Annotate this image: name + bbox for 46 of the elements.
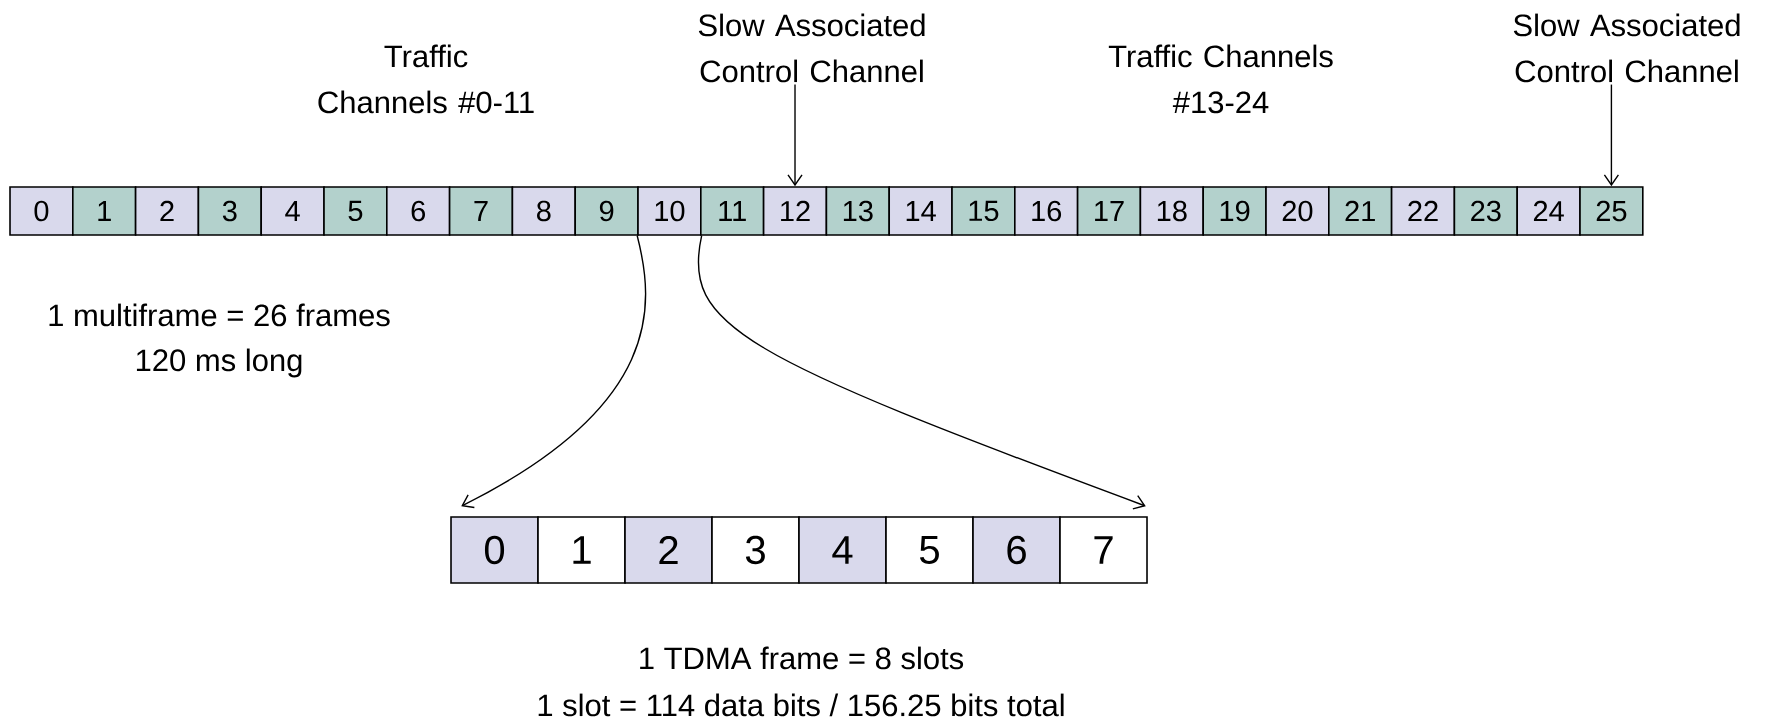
frame-cell: 23 [1453,186,1518,236]
frame-cell: 7 [448,186,514,236]
frame-cell: 3 [197,186,262,236]
caption-text: 120 ms long [136,348,302,378]
frame-cell: 17 [1076,186,1142,236]
frame-cell: 11 [700,186,765,236]
frame-cell: 13 [825,186,890,236]
frame-cell: 5 [323,186,388,236]
slot-cell: 0 [450,516,539,584]
frame-cell: 16 [1014,186,1079,236]
slot-cell: 2 [624,516,713,584]
slot-cell: 1 [537,516,626,584]
frame-cell: 22 [1390,186,1456,236]
frame-cell: 21 [1328,186,1393,236]
frame-cell: 6 [386,186,451,236]
arrow [461,235,647,509]
frame-cell: 2 [134,186,200,236]
frame-cell: 14 [888,186,953,236]
frame-cell: 15 [951,186,1016,236]
frame-cell: 10 [637,186,702,236]
frame-cell: 20 [1265,186,1330,236]
slot-cell: 7 [1059,516,1148,584]
caption-text: 1 multiframe = 26 frames [49,303,390,327]
channel-label: Traffic Channels #0-11 [318,44,534,114]
channel-label: Slow Associated Control Channel [1513,13,1740,83]
frame-cell: 8 [511,186,576,236]
channel-label: Slow Associated Control Channel [698,13,925,83]
frame-cell: 12 [762,186,828,236]
arrow [697,235,1146,510]
frame-cell: 1 [72,186,137,236]
caption-text: 1 TDMA frame = 8 slots [640,646,964,670]
slot-cell: 5 [885,516,974,584]
channel-label: Traffic Channels #13-24 [1108,44,1333,114]
frame-cell: 25 [1579,186,1644,236]
frame-cell: 9 [574,186,639,236]
slot-cell: 3 [711,516,800,584]
caption-text: 1 slot = 114 data bits / 156.25 bits total [538,693,1064,717]
slot-cell: 6 [972,516,1061,584]
frame-cell: 0 [9,186,74,236]
slot-cell: 4 [798,516,887,584]
frame-cell: 24 [1516,186,1581,236]
frame-cell: 18 [1139,186,1204,236]
arrow [1603,83,1620,187]
arrow [787,83,803,187]
frame-cell: 4 [260,186,325,236]
frame-cell: 19 [1202,186,1267,236]
